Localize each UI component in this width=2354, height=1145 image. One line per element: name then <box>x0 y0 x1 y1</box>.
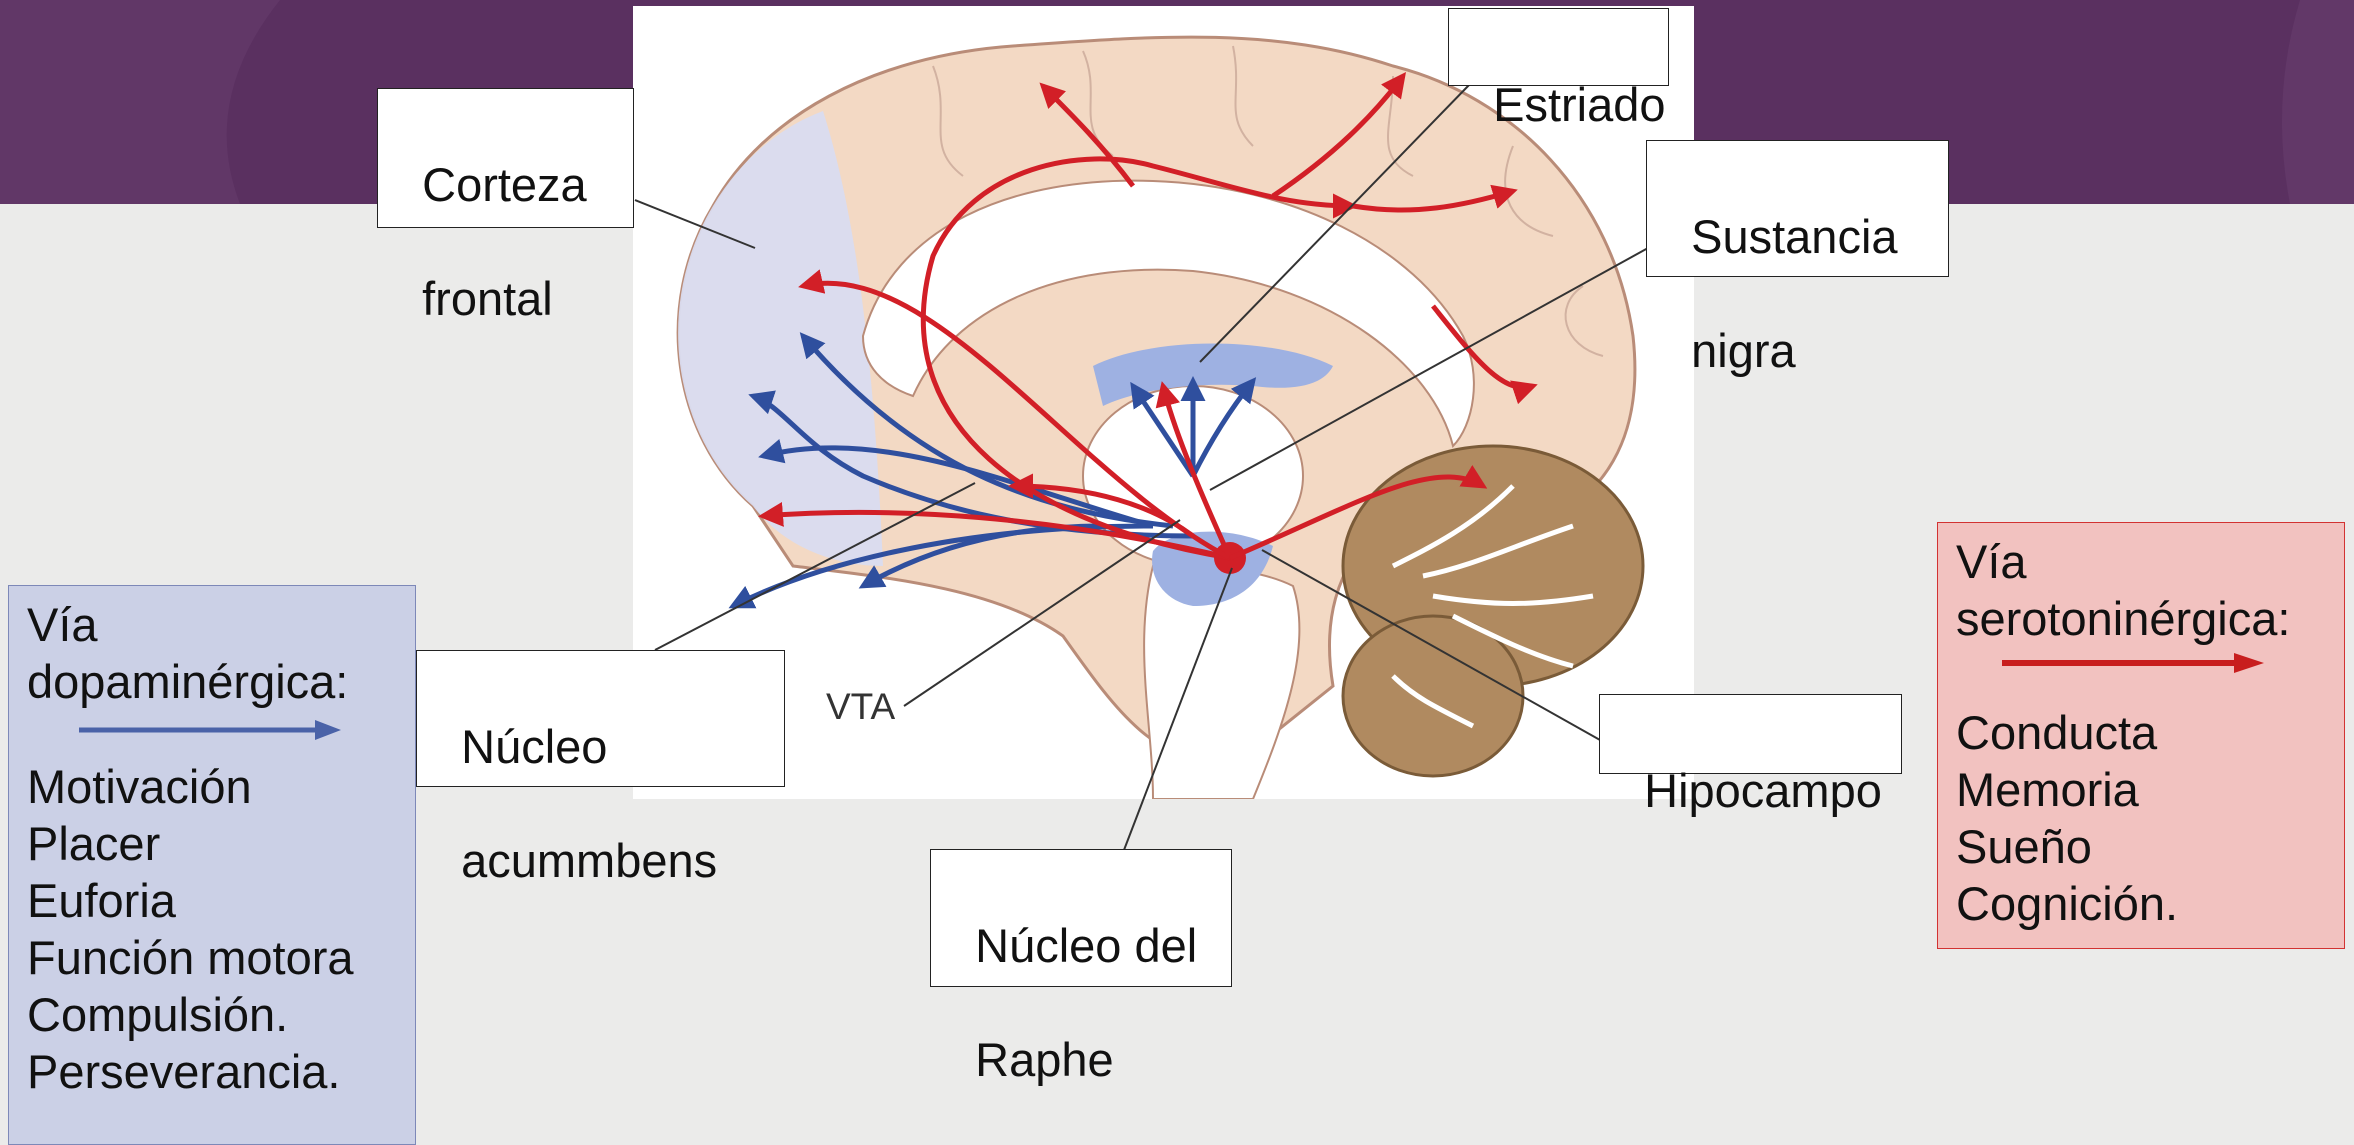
raphe-line-1: Núcleo del <box>975 919 1197 972</box>
serotonin-item: Cognición. <box>1956 875 2326 932</box>
estriado-label: Estriado <box>1448 8 1669 86</box>
raphe-line-2: Raphe <box>975 1033 1114 1086</box>
vta-label: VTA <box>826 686 895 728</box>
dopamine-item: Perseverancia. <box>27 1043 397 1100</box>
hipocampo-text: Hipocampo <box>1644 764 1882 817</box>
serotonin-panel: Vía serotoninérgica: Conducta Memoria Su… <box>1937 522 2345 949</box>
serotonin-item: Sueño <box>1956 818 2326 875</box>
dopamine-item: Euforia <box>27 872 397 929</box>
hipocampo-label: Hipocampo <box>1599 694 1902 774</box>
dopamine-panel: Vía dopaminérgica: Motivación Placer Euf… <box>8 585 416 1145</box>
dopamine-item: Placer <box>27 815 397 872</box>
corteza-frontal-label: Corteza frontal <box>377 88 634 228</box>
serotonin-title-1: Vía <box>1956 533 2326 590</box>
sustancia-line-2: nigra <box>1691 324 1796 377</box>
dopamine-arrow-icon <box>79 710 349 750</box>
dopamine-item-list: Motivación Placer Euforia Función motora… <box>27 758 397 1100</box>
sustancia-line-1: Sustancia <box>1691 210 1897 263</box>
corteza-line-2: frontal <box>422 272 553 325</box>
serotonin-arrow-icon <box>2002 649 2272 679</box>
nucleo-raphe-label: Núcleo del Raphe <box>930 849 1232 987</box>
dopamine-item: Compulsión. <box>27 986 397 1043</box>
sustancia-nigra-label: Sustancia nigra <box>1646 140 1949 277</box>
corteza-line-1: Corteza <box>422 158 587 211</box>
dopamine-item: Función motora <box>27 929 397 986</box>
serotonin-item: Memoria <box>1956 761 2326 818</box>
dopamine-title-1: Vía <box>27 596 397 653</box>
serotonin-title-2: serotoninérgica: <box>1956 590 2326 647</box>
dopamine-item: Motivación <box>27 758 397 815</box>
nucleo-accumbens-label: Núcleo acummbens <box>416 650 785 787</box>
nucleo-acc-line-2: acummbens <box>461 834 717 887</box>
cerebellum <box>1343 446 1643 776</box>
nucleo-acc-line-1: Núcleo <box>461 720 607 773</box>
estriado-text: Estriado <box>1493 78 1665 131</box>
serotonin-item: Conducta <box>1956 704 2326 761</box>
dopamine-title-2: dopaminérgica: <box>27 653 397 710</box>
